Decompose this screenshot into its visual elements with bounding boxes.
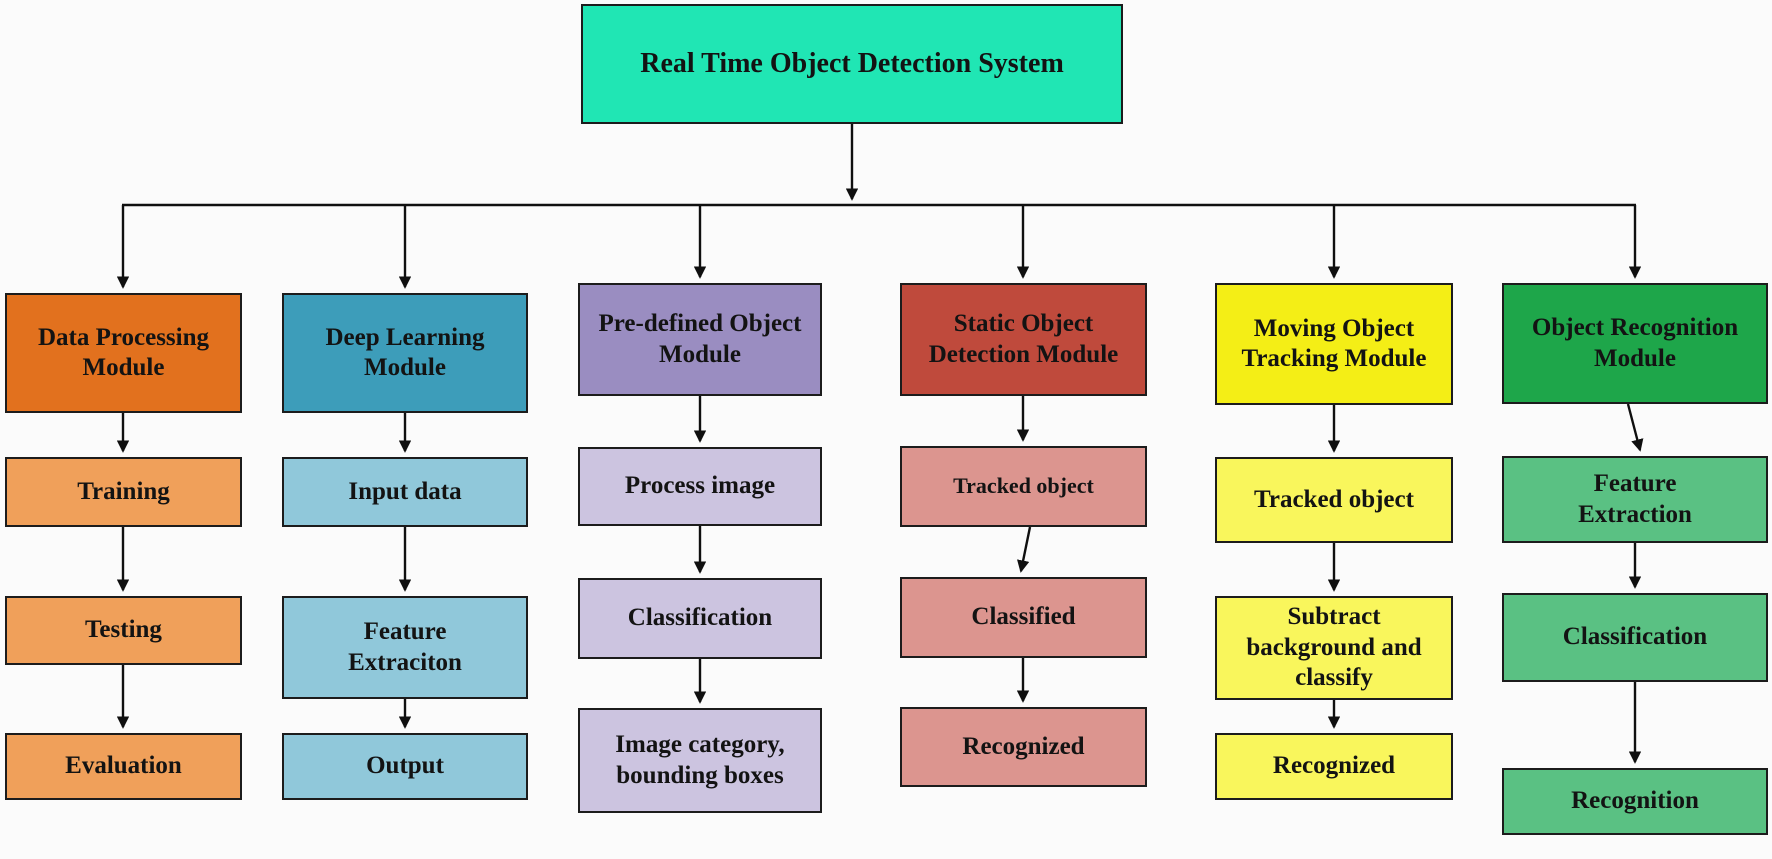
node-classification-predefined: Classification xyxy=(578,578,822,659)
node-tracked-object-moving: Tracked object xyxy=(1215,457,1453,543)
arrow-c4-2 xyxy=(1017,526,1032,573)
node-training: Training xyxy=(5,457,242,527)
node-data-processing-module: Data Processing Module xyxy=(5,293,242,413)
node-recognized-moving: Recognized xyxy=(1215,733,1453,800)
node-output: Output xyxy=(282,733,528,800)
node-classified: Classified xyxy=(900,577,1147,658)
node-image-category-bounding-boxes: Image category, bounding boxes xyxy=(578,708,822,813)
node-deep-learning-module: Deep Learning Module xyxy=(282,293,528,413)
node-evaluation: Evaluation xyxy=(5,733,242,800)
node-recognition: Recognition xyxy=(1502,768,1768,835)
node-object-recognition-module: Object Recognition Module xyxy=(1502,283,1768,404)
node-real-time-object-detection-system: Real Time Object Detection System xyxy=(581,4,1123,124)
node-static-object-detection-module: Static Object Detection Module xyxy=(900,283,1147,396)
node-subtract-background-classify: Subtract background and classify xyxy=(1215,596,1453,700)
node-tracked-object-static: Tracked object xyxy=(900,446,1147,527)
node-classification-recognition: Classification xyxy=(1502,593,1768,682)
node-pre-defined-object-module: Pre-defined Object Module xyxy=(578,283,822,396)
arrow-c6-1 xyxy=(1626,403,1644,452)
node-feature-extraciton: Feature Extraciton xyxy=(282,596,528,699)
node-feature-extraction: Feature Extraction xyxy=(1502,456,1768,543)
node-recognized-static: Recognized xyxy=(900,707,1147,787)
node-process-image: Process image xyxy=(578,447,822,526)
node-testing: Testing xyxy=(5,596,242,665)
node-moving-object-tracking-module: Moving Object Tracking Module xyxy=(1215,283,1453,405)
node-input-data: Input data xyxy=(282,457,528,527)
